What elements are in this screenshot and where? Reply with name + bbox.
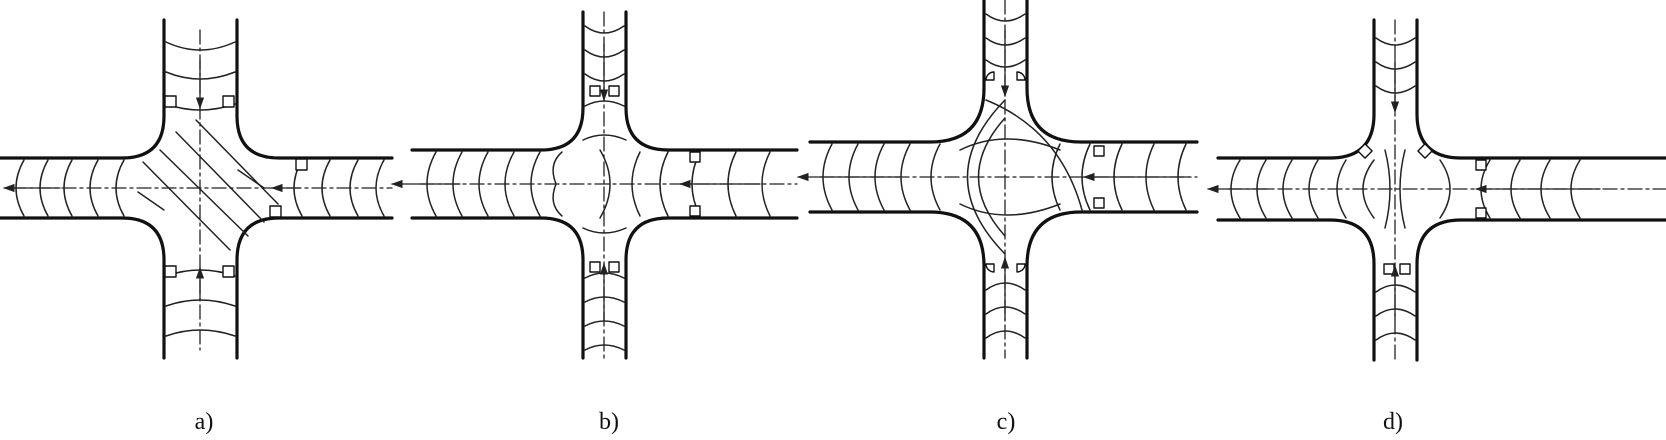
panel-c-label: c) bbox=[996, 409, 1016, 435]
panel-d-label: d) bbox=[1383, 409, 1403, 435]
panel-b-channel-walls bbox=[410, 10, 799, 360]
panel-c-diagram bbox=[796, 0, 1199, 360]
panel-a-diagram bbox=[0, 18, 394, 360]
panel-a-axes bbox=[2, 29, 393, 351]
panel-d-channel-walls bbox=[1216, 18, 1666, 362]
panel-c-channel-walls bbox=[808, 0, 1199, 360]
panel-a-markers bbox=[164, 95, 308, 278]
panel-c-axes bbox=[796, 0, 1198, 359]
panel-b-label: b) bbox=[599, 409, 619, 435]
panel-a-channel-walls bbox=[0, 18, 394, 360]
panel-d-markers bbox=[1357, 143, 1487, 275]
panel-b-axes bbox=[390, 11, 798, 359]
panel-b-markers bbox=[589, 85, 701, 273]
panel-a-label: a) bbox=[194, 409, 214, 435]
panel-d-axes bbox=[1206, 19, 1666, 361]
panel-d-diagram bbox=[1206, 18, 1666, 362]
panel-b-diagram bbox=[390, 10, 799, 360]
panel-b-flow-lines bbox=[426, 25, 771, 351]
panel-c-markers bbox=[985, 71, 1105, 273]
